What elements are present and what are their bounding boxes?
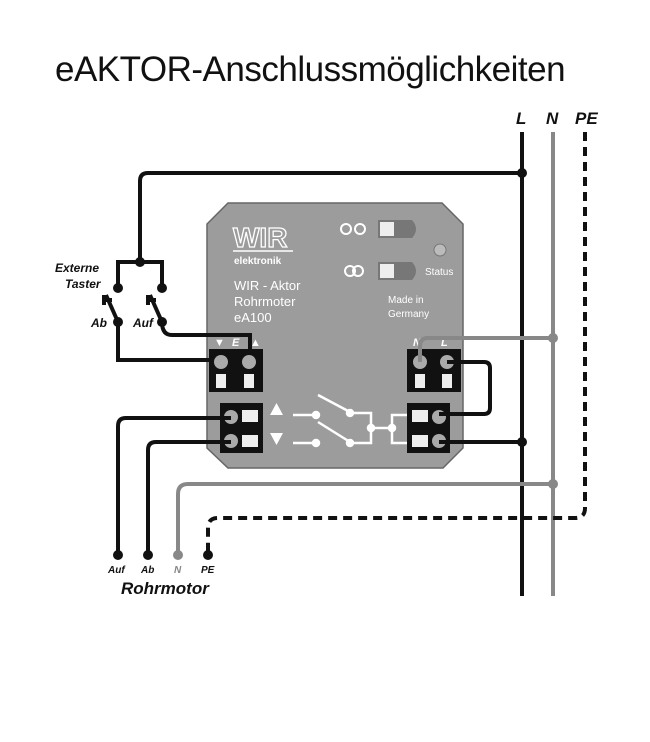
page-title: eAKTOR-Anschlussmöglichkeiten bbox=[55, 50, 566, 89]
motor-ab-label: Ab bbox=[140, 565, 154, 576]
auf-label: Auf bbox=[132, 316, 154, 330]
wire-l-bridge bbox=[439, 360, 492, 416]
relay-symbol-icon bbox=[270, 393, 407, 448]
wire-l-to-taster bbox=[138, 171, 522, 262]
status-label: Status bbox=[425, 267, 453, 278]
taster-nodes bbox=[113, 168, 527, 327]
mode-slider-1[interactable] bbox=[378, 220, 416, 238]
motor-n-label: N bbox=[174, 565, 182, 576]
rohrmotor-label: Rohrmotor bbox=[121, 579, 210, 598]
ab-label: Ab bbox=[90, 316, 107, 330]
status-led bbox=[433, 243, 447, 257]
arrow-down-label: ▼ bbox=[214, 337, 225, 349]
mode-slider-2[interactable] bbox=[378, 262, 416, 280]
mode-linked-icon bbox=[344, 265, 364, 277]
bus-label-l: L bbox=[516, 109, 526, 128]
germany-label: Germany bbox=[388, 309, 429, 320]
wir-logo: WIR bbox=[233, 222, 287, 253]
taster-ab-switch-icon bbox=[102, 294, 120, 323]
device-name-line3: eA100 bbox=[234, 310, 272, 325]
terminal-block-input bbox=[209, 349, 263, 392]
elektronik-label: elektronik bbox=[234, 256, 282, 267]
bus-line-pe bbox=[206, 132, 587, 555]
bus-label-pe: PE bbox=[575, 109, 598, 128]
device-name-line2: Rohrmoter bbox=[234, 294, 296, 309]
made-in-label: Made in bbox=[388, 295, 424, 306]
terminal-l-label: L bbox=[441, 337, 448, 349]
device-name-line1: WIR - Aktor bbox=[234, 278, 301, 293]
wire-motor-ab bbox=[146, 440, 231, 555]
bus-label-n: N bbox=[546, 109, 559, 128]
motor-auf-label: Auf bbox=[107, 565, 126, 576]
terminal-n-label: N bbox=[413, 337, 422, 349]
mode-separate-icon bbox=[340, 223, 366, 235]
taster-auf-switch-icon bbox=[146, 294, 164, 323]
terminal-e-label: E bbox=[232, 337, 240, 349]
arrow-up-label: ▲ bbox=[250, 337, 261, 349]
terminal-block-motor bbox=[220, 403, 263, 453]
wire-motor-auf bbox=[116, 416, 231, 555]
wire-n-to-device bbox=[418, 336, 553, 362]
externe-label: Externe bbox=[55, 261, 99, 275]
taster-label: Taster bbox=[65, 277, 102, 291]
motor-pe-label: PE bbox=[201, 565, 215, 576]
terminal-block-mains bbox=[407, 349, 461, 392]
wire-motor-n bbox=[176, 482, 553, 555]
terminal-block-output bbox=[407, 403, 450, 453]
